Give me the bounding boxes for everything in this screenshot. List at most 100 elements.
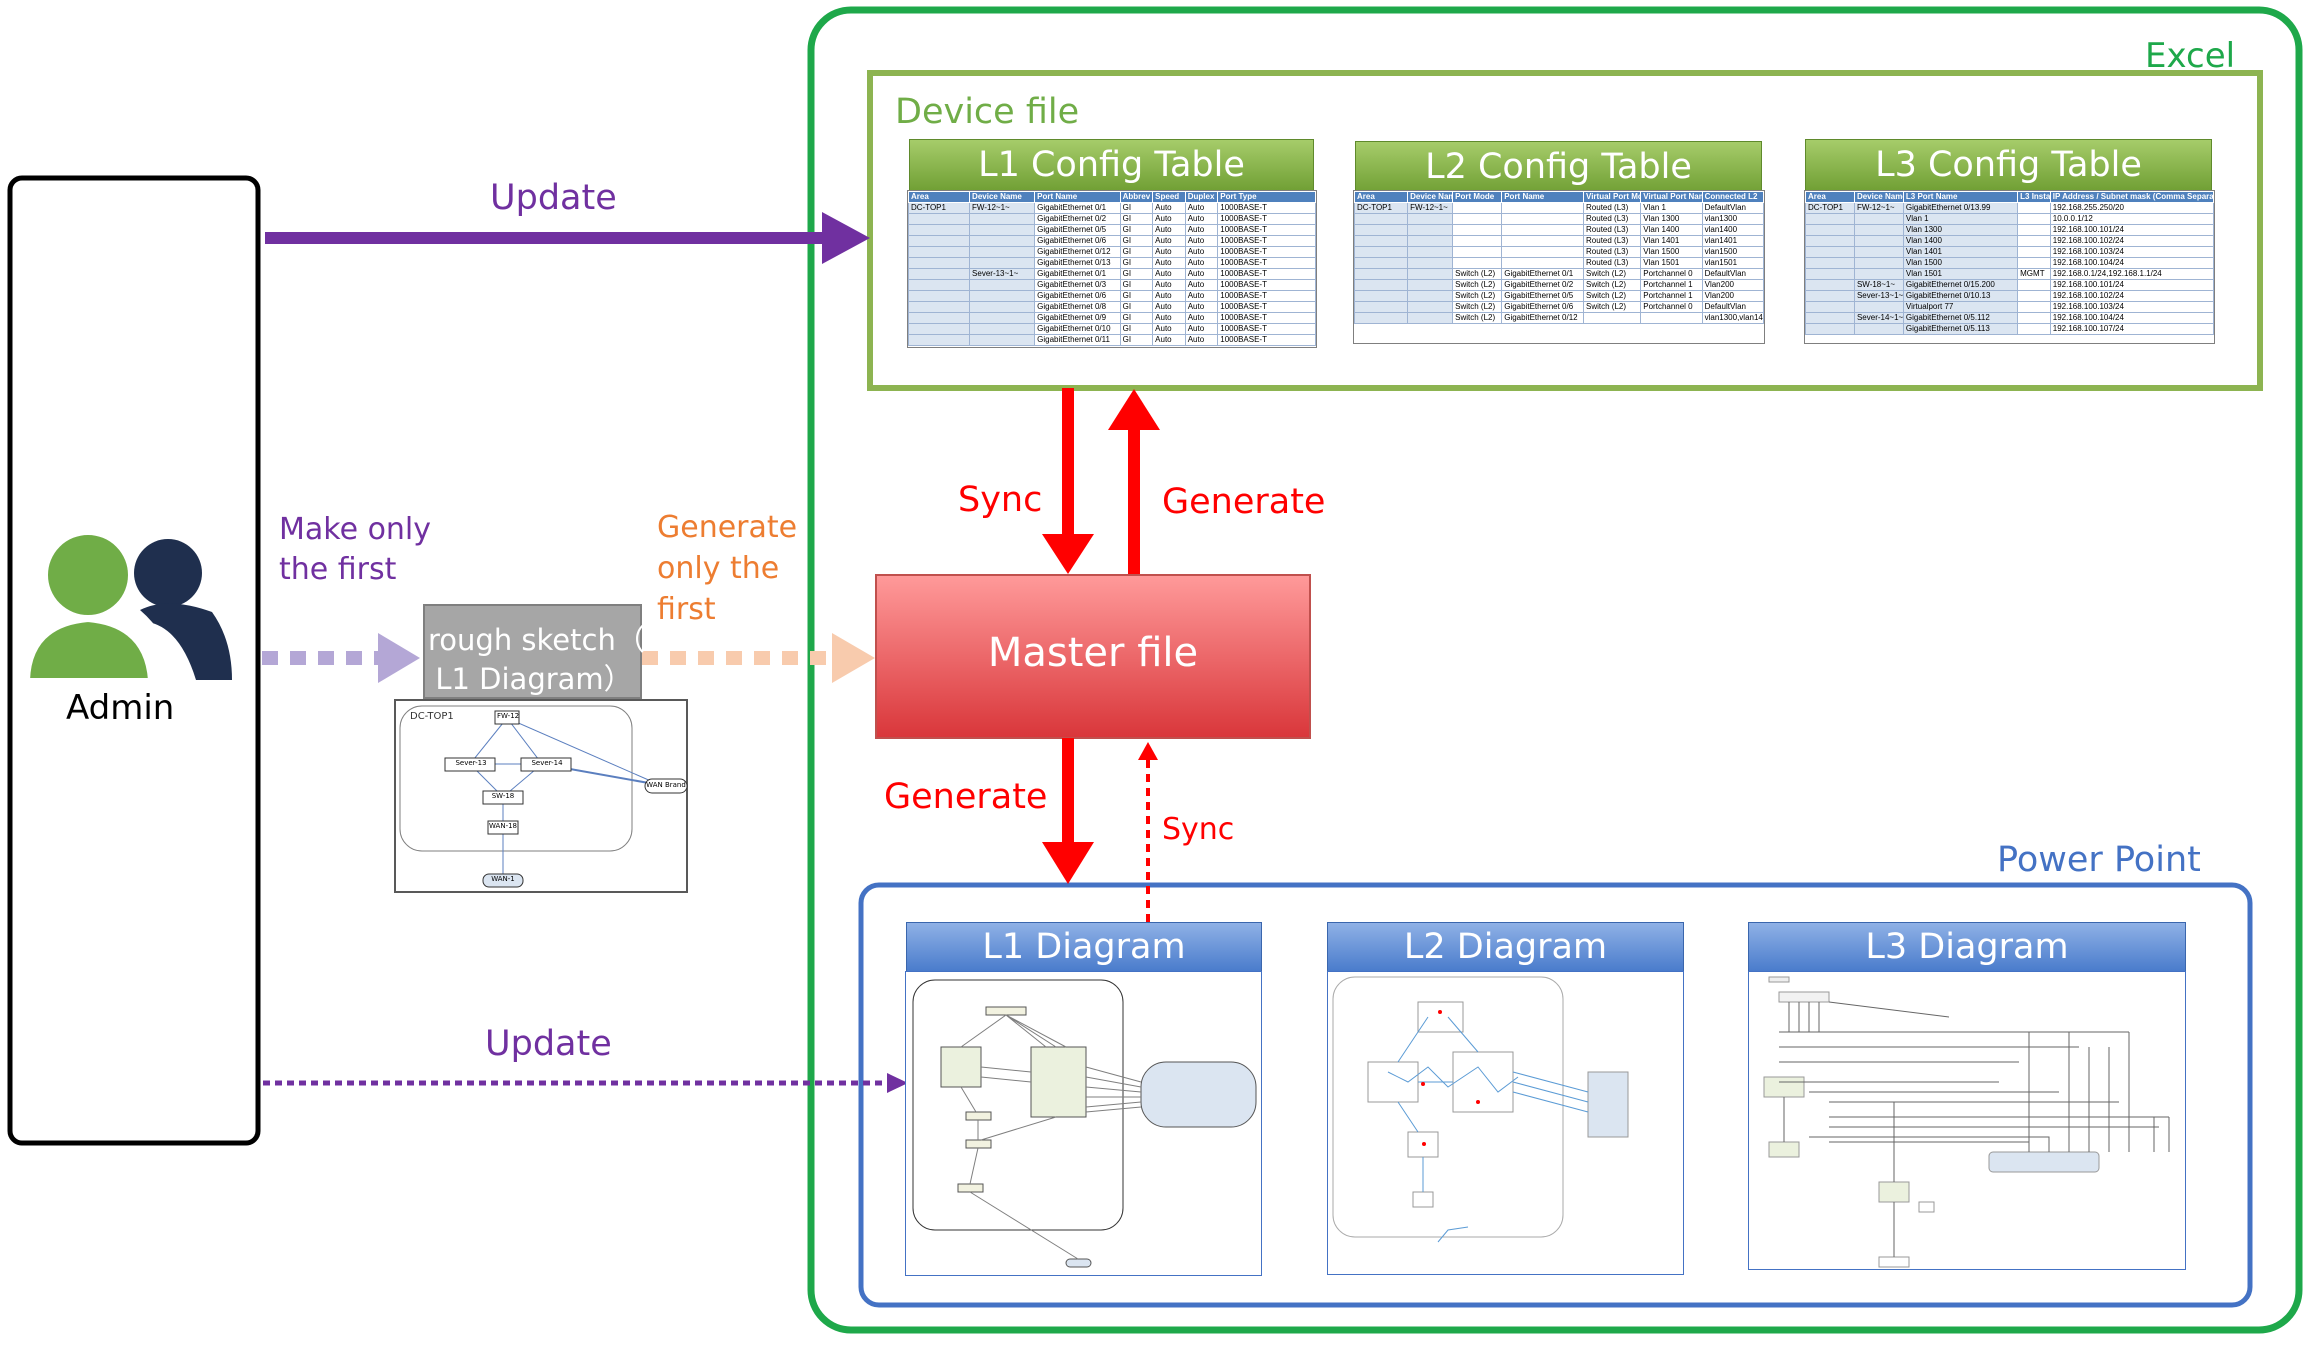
- table-cell: GigabitEthernet 0/15.200: [1902, 279, 2019, 291]
- table-cell: 192.168.100.102/24: [2049, 235, 2214, 247]
- table-cell: Auto: [1152, 235, 1186, 247]
- l1-col-header: Area: [908, 191, 971, 203]
- table-cell: GigabitEthernet 0/13: [1034, 257, 1121, 269]
- table-cell: [969, 246, 1036, 258]
- sync-bottom-arrow: [1138, 742, 1158, 922]
- table-cell: Auto: [1184, 224, 1219, 236]
- table-cell: [1501, 246, 1585, 258]
- sync-top-arrow: [1042, 388, 1094, 574]
- l2-col-header: Connected L2: [1701, 191, 1764, 203]
- table-cell: Auto: [1184, 323, 1219, 335]
- table-cell: 1000BASE-T: [1217, 312, 1316, 324]
- generate-bottom-label: Generate: [884, 777, 1048, 817]
- table-cell: 192.168.100.104/24: [2049, 312, 2214, 324]
- generate-top-label: Generate: [1162, 482, 1326, 522]
- table-cell: [2017, 279, 2051, 291]
- table-cell: 10.0.0.1/12: [2049, 213, 2214, 225]
- table-cell: Auto: [1152, 224, 1186, 236]
- generate-only-arrow: [642, 633, 875, 683]
- sketch-node-fw: FW-12: [497, 712, 520, 720]
- table-cell: Vlan 1: [1902, 213, 2019, 225]
- table-cell: Switch (L2): [1452, 268, 1503, 280]
- l2-col-header: Port Mode: [1452, 191, 1503, 203]
- table-cell: Sever-13~1~: [969, 268, 1036, 280]
- table-cell: Auto: [1152, 202, 1186, 214]
- table-cell: GigabitEthernet 0/6: [1034, 290, 1121, 302]
- table-cell: [1407, 312, 1454, 324]
- table-cell: [1354, 257, 1409, 269]
- table-cell: [969, 257, 1036, 269]
- table-cell: [908, 279, 971, 291]
- table-cell: [1354, 268, 1409, 280]
- table-cell: GigabitEthernet 0/11: [1034, 334, 1121, 346]
- sketch-area-label: DC-TOP1: [410, 711, 454, 722]
- table-cell: Routed (L3): [1583, 235, 1642, 247]
- table-cell: [1452, 246, 1503, 258]
- table-cell: 1000BASE-T: [1217, 279, 1316, 291]
- table-cell: [2017, 246, 2051, 258]
- generate-only-label-line3: first: [657, 592, 716, 627]
- l1-col-header: Port Name: [1034, 191, 1121, 203]
- table-cell: [1452, 224, 1503, 236]
- table-cell: [1407, 279, 1454, 291]
- table-cell: [2017, 202, 2051, 214]
- table-cell: [908, 246, 971, 258]
- sketch-node-wan18: WAN-18: [489, 822, 517, 830]
- l3-col-header: L3 Instance: [2017, 191, 2051, 203]
- table-cell: [908, 312, 971, 324]
- table-cell: [1805, 268, 1855, 280]
- table-cell: Auto: [1184, 334, 1219, 346]
- l1-diagram-preview: [912, 979, 1257, 1268]
- table-cell: Portchannel 1: [1640, 290, 1703, 302]
- table-cell: Vlan 1401: [1902, 246, 2019, 258]
- table-cell: DefaultVlan: [1701, 301, 1764, 313]
- table-cell: vlan1501: [1701, 257, 1764, 269]
- table-cell: 1000BASE-T: [1217, 202, 1316, 214]
- table-cell: 1000BASE-T: [1217, 323, 1316, 335]
- l3-header-row: Area Device Name L3 Port Name L3 Instanc…: [1805, 191, 2214, 203]
- table-cell: GigabitEthernet 0/6: [1501, 301, 1585, 313]
- table-cell: 192.168.100.101/24: [2049, 279, 2214, 291]
- table-cell: FW-12~1~: [1407, 202, 1454, 214]
- table-cell: GigabitEthernet 0/12: [1501, 312, 1585, 324]
- l3-col-header: Device Name: [1853, 191, 1904, 203]
- table-cell: [1354, 213, 1409, 225]
- table-cell: [1853, 268, 1904, 280]
- table-cell: [1354, 224, 1409, 236]
- table-cell: GigabitEthernet 0/2: [1034, 213, 1121, 225]
- sketch-node-sw18: SW-18: [491, 792, 515, 800]
- table-cell: 1000BASE-T: [1217, 290, 1316, 302]
- table-cell: [969, 301, 1036, 313]
- table-cell: Vlan200: [1701, 279, 1764, 291]
- table-cell: [1407, 246, 1454, 258]
- l2-col-header: Device Name: [1407, 191, 1454, 203]
- table-cell: GI: [1119, 213, 1154, 225]
- table-cell: [1853, 246, 1904, 258]
- table-cell: [1452, 235, 1503, 247]
- table-cell: [1407, 224, 1454, 236]
- table-cell: Sever-13~1~: [1853, 290, 1904, 302]
- table-cell: [2017, 224, 2051, 236]
- admin-users-icon: [25, 531, 232, 682]
- table-cell: [1354, 246, 1409, 258]
- l1-config-table-title: L1 Config Table: [909, 139, 1314, 191]
- table-cell: GigabitEthernet 0/9: [1034, 312, 1121, 324]
- table-cell: [908, 334, 971, 346]
- table-cell: Vlan200: [1701, 290, 1764, 302]
- table-cell: [1853, 213, 1904, 225]
